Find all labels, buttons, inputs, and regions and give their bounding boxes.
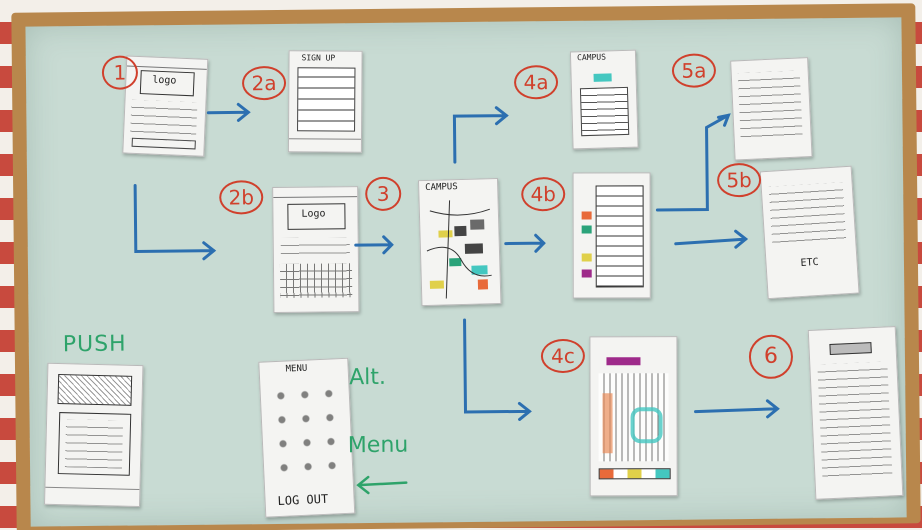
map-roads: [426, 200, 492, 299]
sketch-campus-map: CAMPUS: [417, 177, 502, 307]
whiteboard: logo SIGN UP CAMPUS: [25, 17, 907, 527]
wooden-frame: logo SIGN UP CAMPUS: [11, 3, 921, 530]
flow-arrows: [133, 102, 780, 495]
